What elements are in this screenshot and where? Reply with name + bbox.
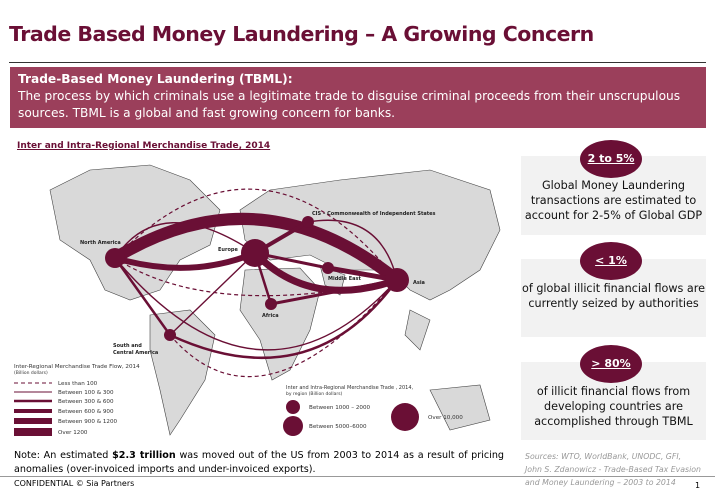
region-label: Europe: [218, 247, 238, 253]
bubble-legend-subtitle: by region (Billion dollars): [286, 391, 343, 397]
bubble-legend-item: Over 10,000: [428, 415, 463, 421]
note-prefix: Note: An estimated: [14, 450, 113, 461]
region-label: Africa: [262, 313, 279, 319]
bubble-legend-title: Inter and Intra-Regional Merchandise Tra…: [286, 385, 414, 391]
region-label: CIS – Commonwealth of Independent States: [312, 211, 435, 217]
trade-flow-map: North America Europe CIS – Commonwealth …: [14, 164, 501, 436]
region-label: Asia: [413, 280, 425, 286]
region-label: North America: [80, 240, 121, 246]
stat-badge: 2 to 5%: [580, 140, 642, 178]
region-label: Middle East: [328, 276, 361, 282]
flow-legend: Inter-Regional Merchandise Trade Flow, 2…: [14, 364, 140, 436]
flow-legend-subtitle: (Billion dollars): [14, 370, 48, 376]
trade-flows: [111, 188, 401, 378]
banner-heading: Trade-Based Money Laundering (TBML):: [18, 72, 293, 86]
source-line: Sources: WTO, WorldBank, UNODC, GFI,: [525, 452, 682, 461]
title-divider: [9, 62, 706, 63]
confidential-label: CONFIDENTIAL © Sia Partners: [14, 479, 135, 488]
source-line: and Money Laundering – 2003 to 2014: [525, 478, 676, 487]
stat-text: Global Money Laundering transactions are…: [524, 179, 703, 222]
page-title: Trade Based Money Laundering – A Growing…: [9, 22, 594, 46]
definition-banner: Trade-Based Money Laundering (TBML): The…: [10, 67, 706, 128]
banner-body: The process by which criminals use a leg…: [18, 89, 681, 120]
note-amount: $2.3 trillion: [112, 450, 176, 461]
sources: Sources: WTO, WorldBank, UNODC, GFI, Joh…: [525, 450, 701, 489]
map-title: Inter and Intra-Regional Merchandise Tra…: [17, 141, 271, 151]
stat-text: of illicit financial flows from developi…: [534, 385, 693, 428]
bubble-legend: Inter and Intra-Regional Merchandise Tra…: [283, 385, 463, 436]
flow-legend-item: Between 100 & 300: [58, 390, 114, 396]
footer-divider: [0, 476, 715, 477]
flow-legend-item: Between 300 & 600: [58, 399, 114, 405]
note-text: Note: An estimated $2.3 trillion was mov…: [14, 449, 504, 477]
flow-legend-title: Inter-Regional Merchandise Trade Flow, 2…: [14, 364, 140, 370]
source-line: John S. Zdanowicz - Trade-Based Tax Evas…: [525, 465, 701, 474]
stat-badge: < 1%: [580, 242, 642, 280]
bubble-legend-item: Between 5000–6000: [309, 424, 367, 430]
flow-legend-item: Between 600 & 900: [58, 409, 114, 415]
page-number: 1: [695, 481, 701, 490]
flow-legend-item: Less than 100: [58, 381, 98, 387]
flow-legend-item: Over 1200: [58, 430, 88, 436]
flow-legend-item: Between 900 & 1200: [58, 419, 118, 425]
stat-text: of global illicit financial flows are cu…: [521, 282, 706, 310]
region-label: Central America: [113, 350, 158, 356]
bubble-legend-item: Between 1000 – 2000: [309, 405, 371, 411]
stat-badge: > 80%: [580, 345, 642, 383]
region-label: South and: [113, 343, 142, 349]
note-suffix: was moved out of the US from 2003 to 201…: [14, 450, 504, 475]
region-bubbles: [105, 216, 409, 341]
